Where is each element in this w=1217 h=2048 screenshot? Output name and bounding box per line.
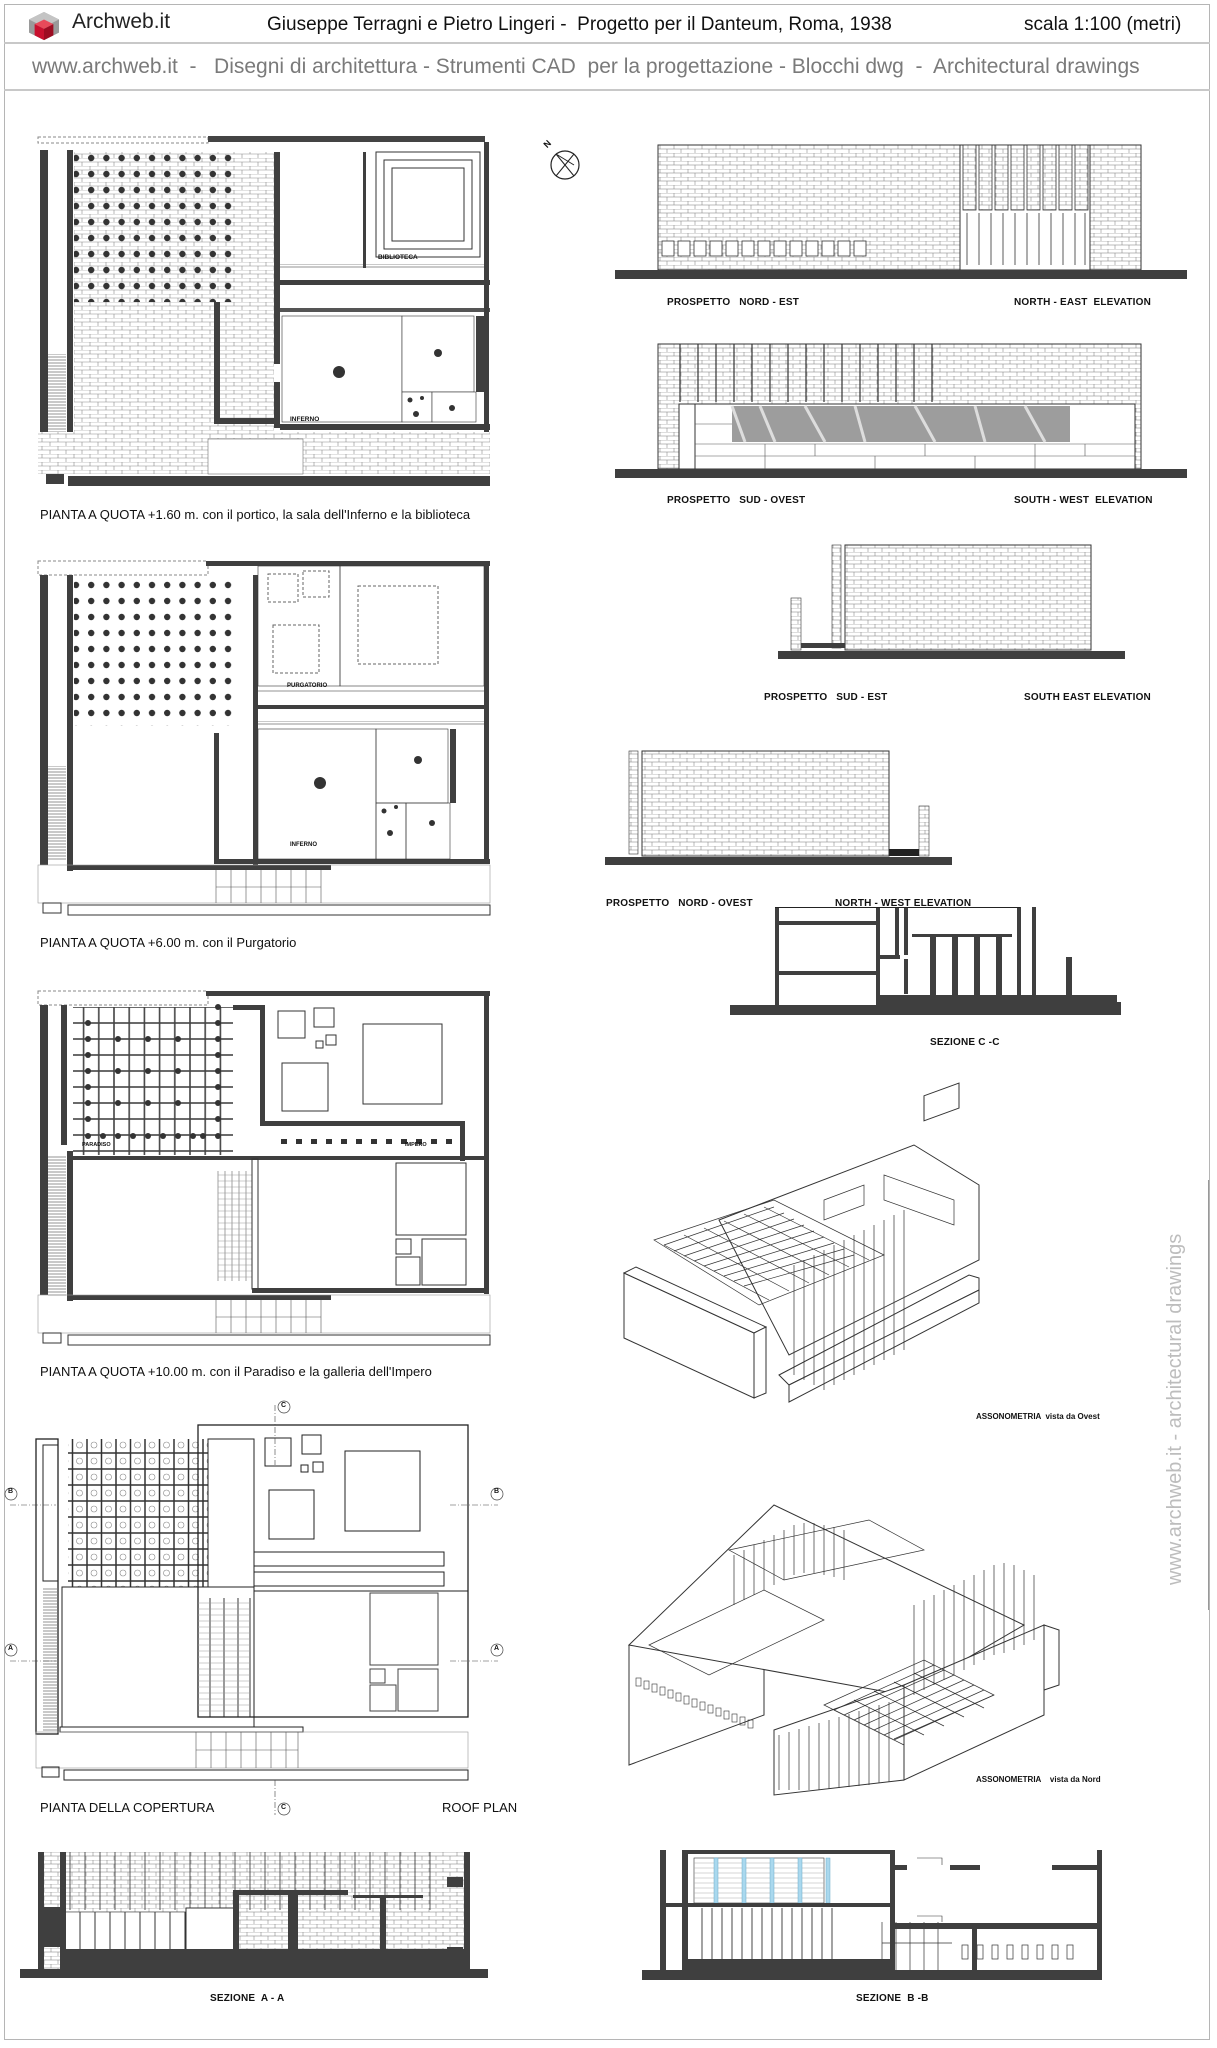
axo-west-caption: ASSONOMETRIA vista da Ovest — [976, 1412, 1100, 1421]
elevation-se-caption-en: SOUTH EAST ELEVATION — [1024, 692, 1151, 703]
plan-1-caption: PIANTA A QUOTA +1.60 m. con il portico, … — [40, 507, 471, 522]
elevation-sw-drawing — [615, 343, 1187, 478]
elevation-nw-caption-it: PROSPETTO NORD - OVEST — [606, 898, 753, 909]
vertical-watermark: www.archweb.it - architectural drawings — [1164, 1233, 1186, 1585]
title-bar — [4, 4, 1210, 44]
roof-plan-caption-en: ROOF PLAN — [442, 1800, 518, 1815]
room-label-impero: IMPERO — [405, 1142, 427, 1148]
axo-north-drawing — [627, 1504, 1060, 1796]
plan-2-drawing — [37, 560, 491, 916]
brand-name[interactable]: Archweb.it — [72, 10, 171, 33]
north-arrow-icon — [550, 150, 580, 180]
section-marker-a-right: A — [494, 1645, 500, 1652]
plan-3-drawing — [37, 990, 491, 1346]
room-label-biblioteca: BIBLIOTECA — [378, 254, 418, 261]
elevation-se-drawing — [778, 544, 1125, 659]
section-cc-caption: SEZIONE C -C — [930, 1037, 1000, 1048]
axo-west-drawing — [622, 1082, 980, 1403]
section-aa-caption: SEZIONE A - A — [210, 1993, 285, 2004]
section-marker-b-right: B — [494, 1488, 500, 1495]
scale-label: scala 1:100 (metri) — [1024, 14, 1182, 35]
elevation-ne-caption-en: NORTH - EAST ELEVATION — [1014, 297, 1152, 308]
elevation-nw-drawing — [605, 750, 952, 865]
elevation-ne-drawing — [615, 144, 1187, 279]
axo-north-caption: ASSONOMETRIA vista da Nord — [976, 1775, 1101, 1784]
elevation-ne-caption-it: PROSPETTO NORD - EST — [667, 297, 800, 308]
sheet-frame — [4, 4, 1210, 2040]
section-aa-drawing — [20, 1852, 488, 1978]
side-divider — [1208, 1180, 1209, 1610]
room-label-inferno-2: INFERNO — [290, 842, 317, 848]
plan-2-caption: PIANTA A QUOTA +6.00 m. con il Purgatori… — [40, 935, 297, 950]
elevation-se-caption-it: PROSPETTO SUD - EST — [764, 692, 888, 703]
section-bb-drawing — [642, 1850, 1102, 1980]
section-bb-caption: SEZIONE B -B — [856, 1993, 929, 2004]
elevation-sw-caption-it: PROSPETTO SUD - OVEST — [667, 495, 806, 506]
sheet-title: Giuseppe Terragni e Pietro Lingeri - Pro… — [267, 14, 892, 35]
elevation-nw-caption-en: NORTH - WEST ELEVATION — [835, 898, 972, 909]
site-subline[interactable]: www.archweb.it - Disegni di architettura… — [32, 55, 1140, 78]
elevation-sw-caption-en: SOUTH - WEST ELEVATION — [1014, 495, 1153, 506]
plan-1-drawing — [37, 136, 490, 486]
room-label-paradiso: PARADISO — [82, 1142, 111, 1148]
section-marker-b-left: B — [8, 1488, 14, 1495]
roof-plan-drawing — [4, 1400, 504, 1816]
roof-plan-caption-it: PIANTA DELLA COPERTURA — [40, 1800, 215, 1815]
subtitle-bar — [4, 44, 1210, 91]
room-label-purgatorio: PURGATORIO — [287, 683, 328, 689]
room-label-inferno: INFERNO — [290, 416, 320, 423]
section-marker-c-top: C — [281, 1402, 287, 1409]
cube-logo-icon — [29, 11, 59, 41]
section-cc-drawing — [730, 907, 1121, 1015]
section-marker-c-bottom: C — [281, 1804, 287, 1811]
plan-3-caption: PIANTA A QUOTA +10.00 m. con il Paradiso… — [40, 1364, 432, 1379]
section-marker-a-left: A — [8, 1645, 14, 1652]
